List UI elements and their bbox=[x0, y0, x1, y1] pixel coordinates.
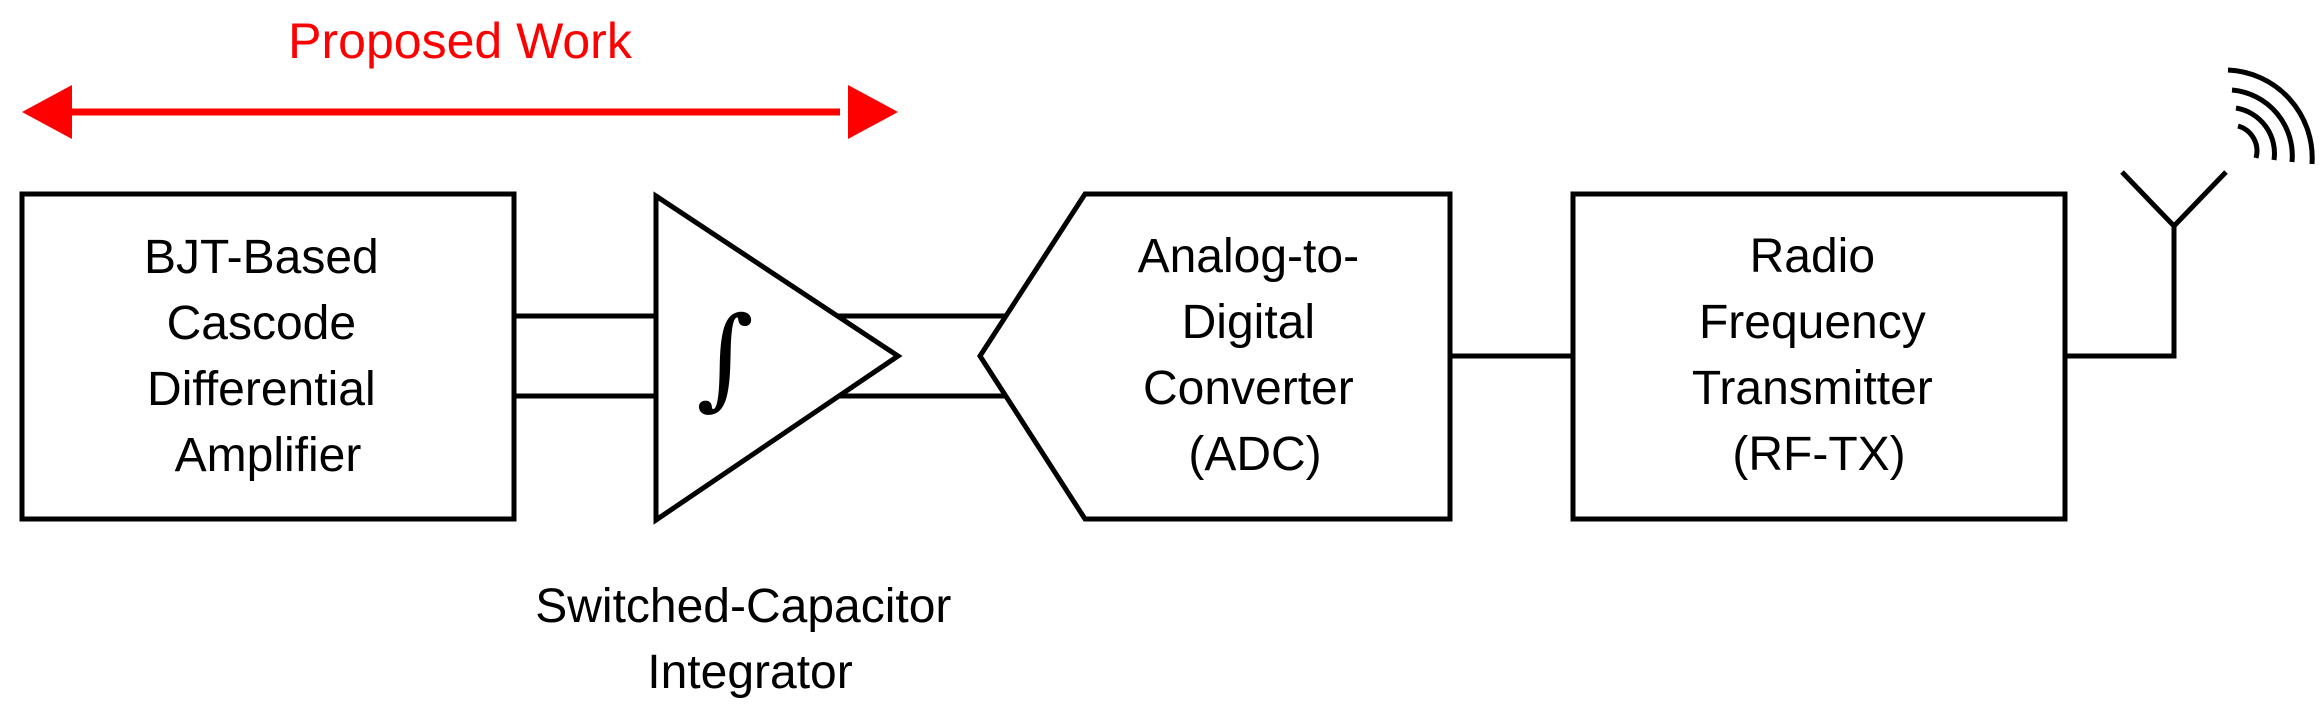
adc-label-line-1: Analog-to- bbox=[1138, 230, 1359, 283]
integrator-label-line-2: Integrator bbox=[647, 646, 852, 699]
integral-symbol: ∫ bbox=[696, 293, 753, 421]
antenna-icon bbox=[2065, 67, 2315, 359]
amplifier-block: BJT-Based Cascode Differential Amplifier bbox=[19, 191, 517, 522]
integrator-triangle bbox=[653, 191, 903, 525]
adc-shape bbox=[977, 191, 1453, 522]
proposed-work-annotation: Proposed Work bbox=[22, 13, 898, 139]
transmitter-label-line-1: Radio bbox=[1750, 230, 1875, 283]
amplifier-label-line-2: Cascode bbox=[167, 297, 356, 350]
integrator-block: ∫ Switched-Capacitor Integrator bbox=[535, 191, 965, 699]
adc-block: Analog-to- Digital Converter (ADC) bbox=[977, 191, 1453, 522]
transmitter-label-line-3: Transmitter bbox=[1692, 362, 1933, 415]
adc-label: Analog-to- Digital Converter (ADC) bbox=[1138, 230, 1373, 481]
adc-label-line-3: Converter bbox=[1143, 362, 1354, 415]
amplifier-label-line-4: Amplifier bbox=[175, 429, 362, 482]
adc-label-line-4: (ADC) bbox=[1188, 428, 1321, 481]
transmitter-label: Radio Frequency Transmitter (RF-TX) bbox=[1692, 230, 1946, 481]
integrator-to-adc-wires bbox=[838, 313, 1005, 399]
radio-waves-icon bbox=[2227, 67, 2315, 165]
integrator-label: Switched-Capacitor Integrator bbox=[535, 580, 965, 699]
integrator-label-line-1: Switched-Capacitor bbox=[535, 580, 951, 633]
double-arrow-icon bbox=[22, 85, 898, 139]
transmitter-block: Radio Frequency Transmitter (RF-TX) bbox=[1570, 191, 2068, 522]
proposed-work-label: Proposed Work bbox=[288, 13, 633, 69]
transmitter-label-line-2: Frequency bbox=[1699, 296, 1926, 349]
amplifier-label-line-1: BJT-Based bbox=[144, 231, 379, 284]
amplifier-to-integrator-wires bbox=[514, 313, 656, 399]
transmitter-label-line-4: (RF-TX) bbox=[1732, 428, 1905, 481]
amplifier-label: BJT-Based Cascode Differential Amplifier bbox=[144, 231, 392, 482]
amplifier-label-line-3: Differential bbox=[147, 363, 376, 416]
adc-label-line-2: Digital bbox=[1182, 296, 1315, 349]
amplifier-box bbox=[19, 191, 517, 522]
